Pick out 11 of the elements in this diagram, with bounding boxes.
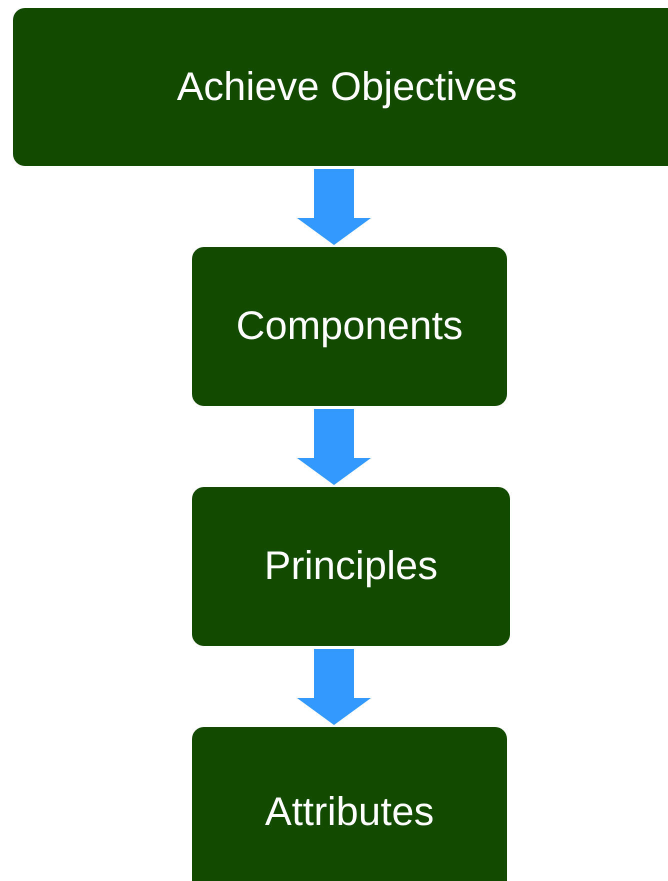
box-label: Achieve Objectives	[176, 64, 518, 110]
box-label: Attributes	[265, 790, 434, 834]
process-box	[192, 247, 507, 406]
process-box	[13, 8, 668, 166]
box-label: Components	[236, 304, 463, 349]
block-arrow	[297, 169, 371, 245]
block-arrow	[297, 409, 371, 485]
process-box	[192, 727, 507, 881]
block-arrow	[297, 649, 371, 725]
process-box	[192, 487, 510, 646]
box-label: Principles	[264, 544, 438, 589]
